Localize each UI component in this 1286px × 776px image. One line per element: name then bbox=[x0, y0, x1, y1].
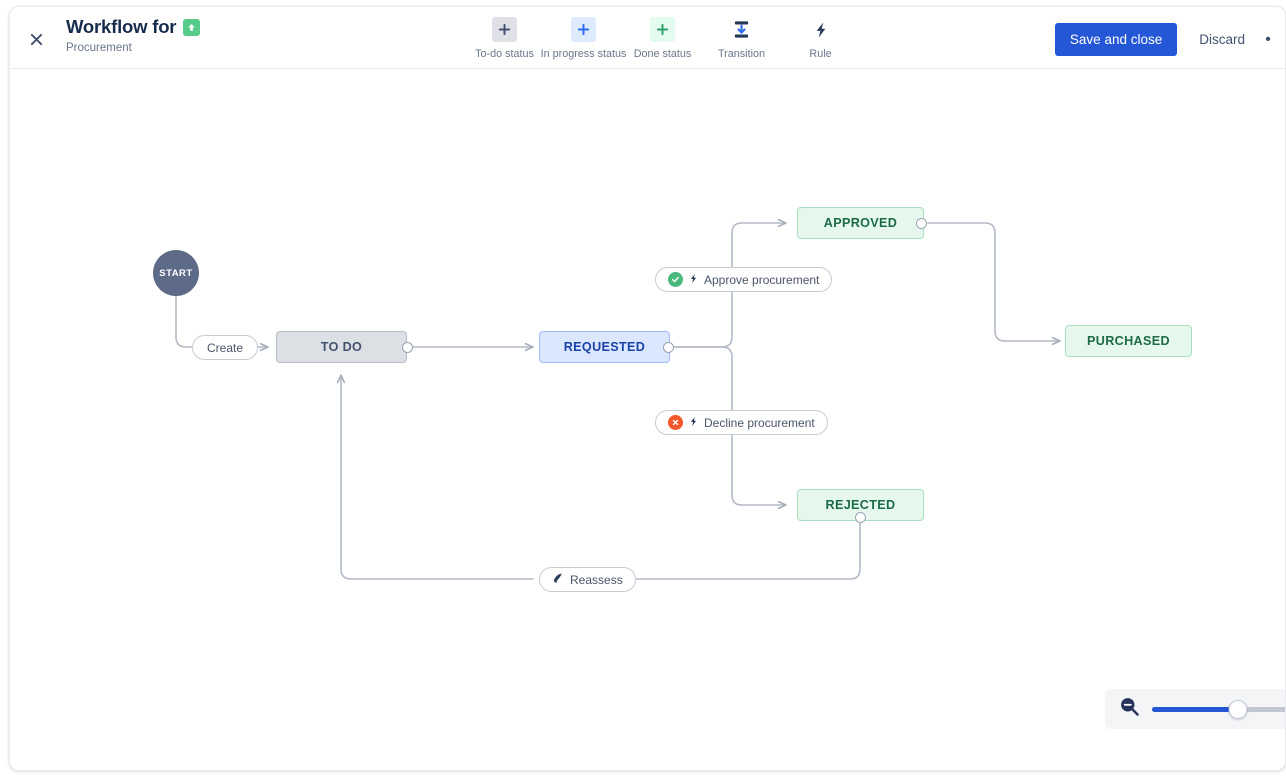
tool-in-progress-status[interactable]: In progress status bbox=[541, 14, 626, 60]
port-requested-right[interactable] bbox=[663, 342, 674, 353]
port-approved-right[interactable] bbox=[916, 218, 927, 229]
workflow-editor-window: Workflow for Procurement bbox=[9, 6, 1286, 771]
tool-done-status[interactable]: Done status bbox=[623, 14, 702, 60]
edge-reassess-to-todo bbox=[341, 374, 534, 580]
tool-label: Rule bbox=[809, 48, 832, 60]
edge-approved-to-purchased bbox=[927, 222, 1061, 341]
tool-todo-status[interactable]: To-do status bbox=[465, 14, 544, 60]
status-node-todo[interactable]: TO DO bbox=[276, 331, 407, 363]
zoom-slider-thumb[interactable] bbox=[1228, 699, 1248, 719]
more-options-button[interactable]: • bbox=[1265, 30, 1271, 48]
status-node-purchased[interactable]: PURCHASED bbox=[1065, 325, 1192, 357]
transition-arrow-icon bbox=[552, 572, 565, 588]
transition-icon bbox=[729, 17, 754, 42]
transition-label: Create bbox=[207, 340, 244, 355]
editor-header: Workflow for Procurement bbox=[10, 7, 1285, 69]
zoom-slider[interactable] bbox=[1152, 699, 1285, 719]
transition-pill-decline-procurement[interactable]: Decline procurement bbox=[655, 410, 828, 435]
zoom-control[interactable] bbox=[1105, 689, 1285, 729]
plus-icon bbox=[650, 17, 675, 42]
edge-requested-to-rejected bbox=[672, 346, 787, 505]
arrow-up-priority-icon bbox=[183, 18, 201, 36]
transition-pill-reassess[interactable]: Reassess bbox=[539, 567, 636, 592]
x-circle-icon bbox=[668, 415, 683, 430]
editor-toolbar: To-do status In progress status bbox=[465, 14, 860, 60]
tool-label: In progress status bbox=[540, 48, 627, 60]
tool-label: To-do status bbox=[475, 48, 534, 60]
page-title: Workflow for bbox=[66, 16, 177, 37]
rule-lightning-icon bbox=[688, 415, 699, 431]
tool-label: Transition bbox=[717, 48, 765, 60]
start-node[interactable]: START bbox=[153, 250, 199, 296]
zoom-out-icon[interactable] bbox=[1119, 696, 1140, 722]
title-block: Workflow for Procurement bbox=[66, 15, 201, 56]
title-row: Workflow for bbox=[66, 15, 201, 39]
plus-icon bbox=[492, 17, 517, 42]
plus-icon bbox=[571, 17, 596, 42]
rule-lightning-icon bbox=[808, 17, 833, 42]
zoom-slider-fill bbox=[1152, 706, 1239, 712]
tool-rule[interactable]: Rule bbox=[781, 14, 860, 60]
transition-label: Reassess bbox=[570, 572, 623, 587]
transition-pill-create[interactable]: Create bbox=[192, 335, 259, 360]
page-subtitle: Procurement bbox=[66, 42, 132, 54]
discard-button[interactable]: Discard bbox=[1185, 23, 1259, 56]
close-icon[interactable] bbox=[22, 25, 50, 53]
status-node-approved[interactable]: APPROVED bbox=[797, 207, 924, 239]
port-rejected-bottom[interactable] bbox=[855, 512, 866, 523]
edge-rejected-to-reassess-right bbox=[625, 516, 861, 580]
transition-pill-approve-procurement[interactable]: Approve procurement bbox=[655, 267, 833, 292]
transition-label: Approve procurement bbox=[704, 272, 820, 287]
tool-transition[interactable]: Transition bbox=[702, 14, 781, 60]
transition-label: Decline procurement bbox=[704, 415, 815, 430]
check-circle-icon bbox=[668, 272, 683, 287]
edge-start-to-create bbox=[175, 278, 194, 348]
save-and-close-button[interactable]: Save and close bbox=[1054, 23, 1178, 56]
rule-lightning-icon bbox=[688, 272, 699, 288]
status-node-requested[interactable]: REQUESTED bbox=[539, 331, 670, 363]
header-actions: Save and close Discard • bbox=[1054, 23, 1277, 56]
workflow-edges bbox=[175, 69, 1061, 580]
workflow-canvas[interactable]: START TO DO REQUESTED APPROVED REJECTED … bbox=[10, 69, 1285, 770]
port-todo-right[interactable] bbox=[402, 342, 413, 353]
tool-label: Done status bbox=[633, 48, 692, 60]
